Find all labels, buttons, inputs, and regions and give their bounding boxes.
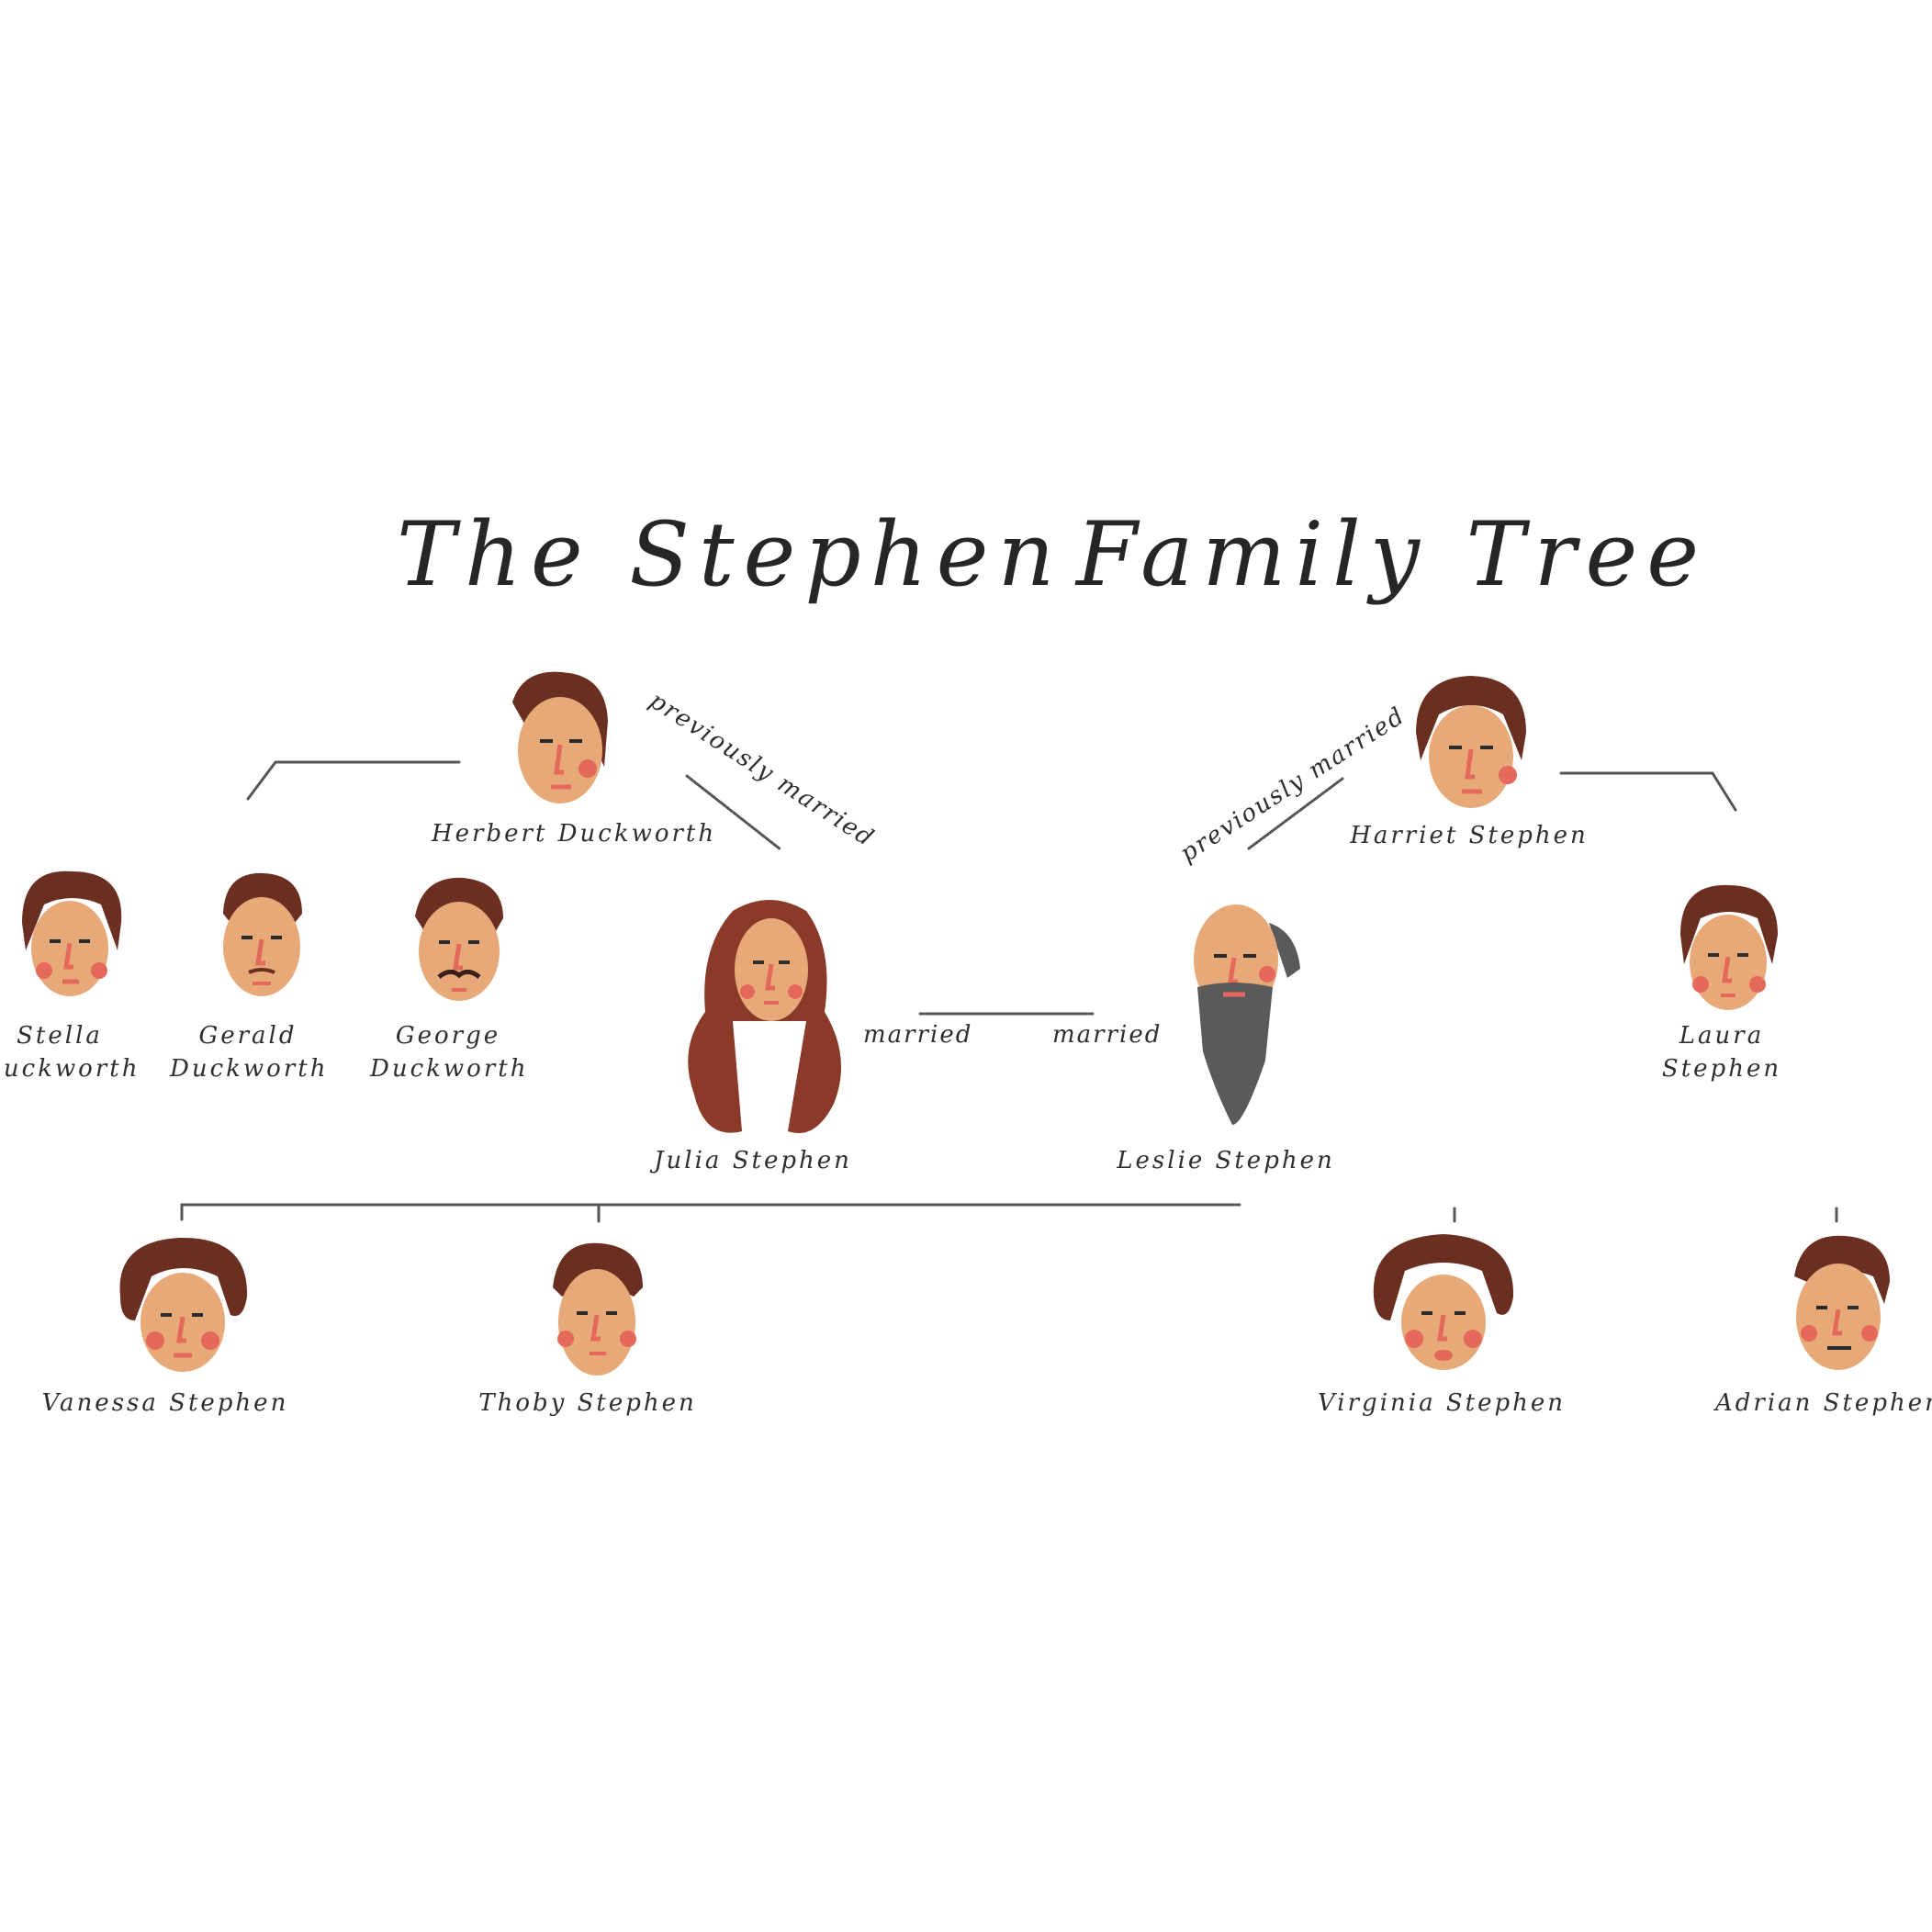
stella-name-line-1: Stella bbox=[17, 1022, 103, 1050]
gerald-portrait bbox=[223, 872, 302, 996]
title-part-2: Family Tree bbox=[1076, 503, 1709, 606]
vanessa-name: Vanessa Stephen bbox=[41, 1389, 289, 1417]
virginia-name: Virginia Stephen bbox=[1317, 1389, 1566, 1417]
thoby-name: Thoby Stephen bbox=[478, 1389, 697, 1417]
george-portrait bbox=[415, 877, 503, 1001]
stella-portrait bbox=[22, 871, 122, 996]
gerald-name: Gerald Duckworth bbox=[170, 1019, 326, 1085]
line-herbert-julia bbox=[685, 774, 782, 851]
adrian-name: Adrian Stephen bbox=[1715, 1389, 1932, 1417]
laura-name-line-2: Stephen bbox=[1661, 1055, 1782, 1083]
stella-name-line-2: Duckworth bbox=[0, 1055, 140, 1083]
married-right-label: married bbox=[1052, 1021, 1163, 1049]
george-name: George Duckworth bbox=[370, 1019, 526, 1085]
julia-portrait bbox=[688, 900, 841, 1133]
gerald-name-line-1: Gerald bbox=[198, 1022, 298, 1050]
leslie-portrait bbox=[1194, 904, 1300, 1125]
line-herbert-children bbox=[246, 760, 461, 801]
gerald-name-line-2: Duckworth bbox=[170, 1055, 329, 1083]
laura-name: Laura Stephen bbox=[1644, 1019, 1800, 1085]
george-name-line-2: Duckworth bbox=[370, 1055, 529, 1083]
herbert-name: Herbert Duckworth bbox=[432, 820, 717, 848]
line-harriet-leslie bbox=[1247, 777, 1344, 850]
harriet-portrait bbox=[1416, 676, 1526, 808]
laura-name-line-1: Laura bbox=[1679, 1022, 1765, 1050]
george-name-line-1: George bbox=[395, 1022, 501, 1050]
title-part-1: The Stephen bbox=[397, 503, 1064, 606]
vanessa-portrait bbox=[119, 1237, 248, 1372]
married-left-label: married bbox=[863, 1021, 973, 1049]
virginia-portrait bbox=[1373, 1234, 1514, 1370]
laura-portrait bbox=[1680, 884, 1778, 1010]
julia-name: Julia Stephen bbox=[654, 1147, 852, 1174]
adrian-portrait bbox=[1794, 1235, 1890, 1370]
leslie-name: Leslie Stephen bbox=[1117, 1147, 1335, 1174]
harriet-name: Harriet Stephen bbox=[1350, 822, 1589, 849]
herbert-portrait bbox=[512, 671, 608, 803]
stella-name: Stella Duckworth bbox=[0, 1019, 138, 1085]
line-harriet-laura bbox=[1559, 771, 1737, 812]
line-children-bar bbox=[180, 1203, 1241, 1221]
thoby-portrait bbox=[553, 1242, 643, 1376]
